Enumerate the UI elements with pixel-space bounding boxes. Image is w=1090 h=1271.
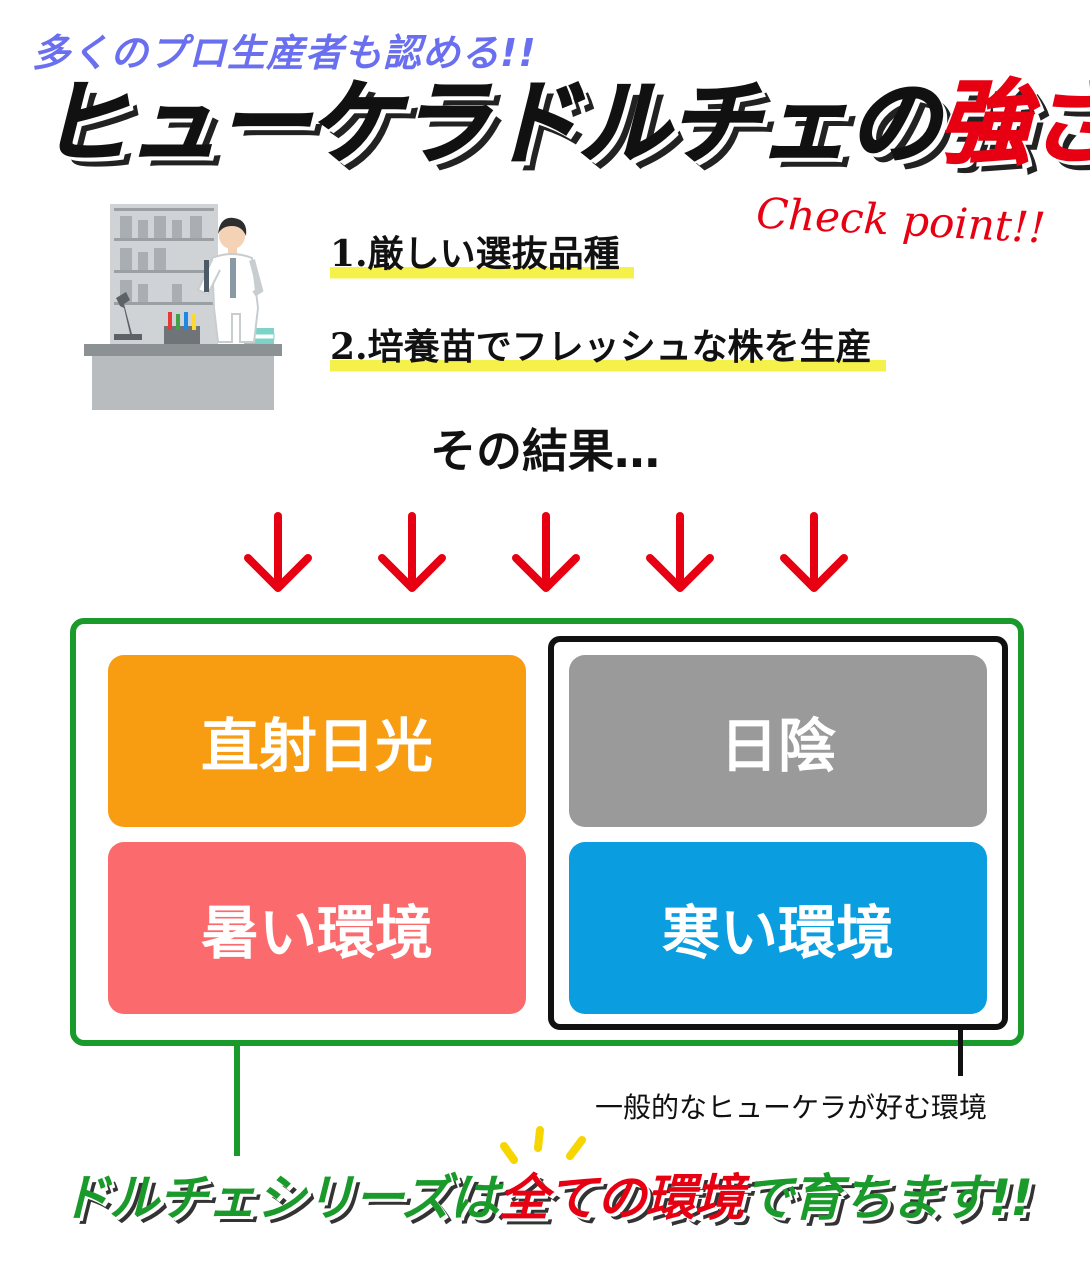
down-arrow-icon [780,512,848,592]
env-hot: 暑い環境 [108,842,526,1014]
env-shade: 日陰 [569,655,987,827]
title-accent: 強さ [937,70,1090,177]
checkpoint-label: Check point!! [754,188,1047,253]
green-connector-line [234,1046,240,1156]
title-main: ヒューケラドルチェの [37,70,941,177]
env-direct-sunlight: 直射日光 [108,655,526,827]
footer-message: ドルチェシリーズは全ての環境で育ちます!! [60,1158,1034,1230]
scientist-illustration [84,204,282,410]
down-arrow-icon [512,512,580,592]
typical-environment-caption: 一般的なヒューケラが好む環境 [595,1091,988,1124]
down-arrow-icon [646,512,714,592]
footer-part1: ドルチェシリーズは [60,1169,499,1227]
result-text: その結果… [430,424,660,478]
down-arrows [244,512,848,592]
footer-part2: 全ての環境 [498,1169,745,1227]
point-selective-breeding: 1.厳しい選抜品種 [330,225,634,283]
black-connector-line [958,1030,963,1076]
typical-environment-frame [548,636,1008,1030]
footer-part3: で育ちます!! [743,1169,1034,1227]
down-arrow-icon [378,512,446,592]
tagline: 多くのプロ生産者も認める!! [32,31,537,75]
env-cold: 寒い環境 [569,842,987,1014]
page-title: ヒューケラドルチェの強さ [37,77,1090,171]
all-environments-frame [70,618,1024,1046]
point-tissue-culture: 2.培養苗でフレッシュな株を生産 [330,318,886,376]
down-arrow-icon [244,512,312,592]
sparkle-icon [500,1126,586,1164]
